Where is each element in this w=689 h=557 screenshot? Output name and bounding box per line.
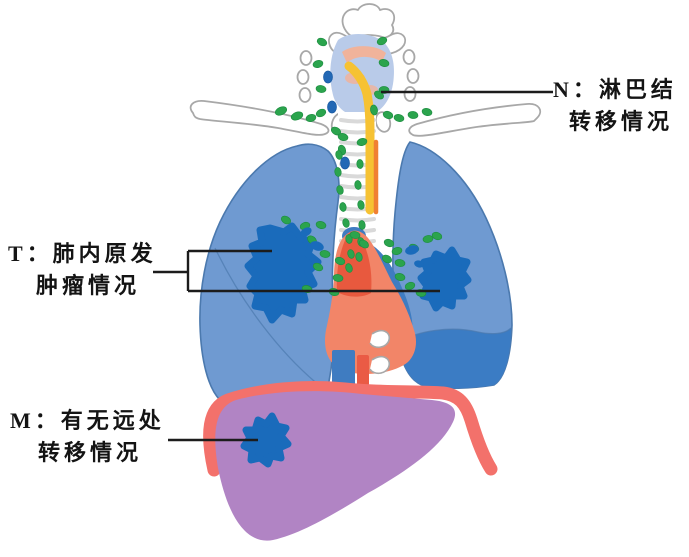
right-clavicle	[408, 103, 541, 137]
cervical-vertebrae	[296, 49, 420, 103]
lymph-node-icon	[391, 247, 403, 255]
m-label-line2: 转移情况	[38, 440, 143, 465]
lymph-node-icon	[319, 250, 331, 258]
lymph-node-icon	[345, 263, 353, 273]
right-lung-tumor	[417, 246, 472, 312]
n-label-line1: N：淋巴结	[553, 77, 677, 102]
lymph-node-icon	[280, 215, 292, 225]
lymph-node-icon	[359, 239, 369, 249]
left-lung-fissure	[214, 247, 326, 391]
lymph-node-icon	[334, 167, 342, 177]
lymph-node-icon	[290, 111, 304, 121]
lymph-node-icon	[407, 111, 419, 119]
lymph-node-icon	[404, 281, 416, 291]
lymph-node-icon	[315, 108, 327, 118]
lymph-node-icon	[383, 238, 395, 248]
lymph-node-icon	[312, 60, 324, 68]
right-lung-lower-lobe	[398, 328, 511, 389]
thoracic-vertebrae	[369, 329, 391, 375]
lymph-node-blue-icon	[323, 70, 333, 84]
lymph-node-icon	[422, 235, 434, 243]
tumor-satellite-icon	[310, 241, 324, 251]
lymph-node-icon	[336, 185, 344, 195]
lymph-node-icon	[382, 110, 394, 120]
t-label: T：肺内原发 肿瘤情况	[8, 238, 157, 302]
lymph-node-icon	[342, 218, 350, 228]
lymph-node-icon	[335, 150, 343, 160]
heart-atrium	[336, 231, 372, 297]
lymph-node-icon	[394, 273, 406, 281]
lymph-node-icon	[347, 249, 355, 259]
lymph-node-icon	[332, 274, 344, 282]
t-bracket-line	[153, 249, 440, 293]
lymph-nodes-layer	[274, 36, 443, 297]
lymph-node-icon	[316, 37, 328, 47]
lymph-node-icon	[274, 106, 288, 116]
lymph-node-icon	[356, 159, 364, 169]
lymph-node-icon	[393, 114, 405, 122]
liver	[215, 391, 456, 541]
liver-metastasis-tumor	[240, 412, 292, 468]
lymph-node-icon	[334, 256, 346, 266]
lymph-node-icon	[355, 252, 363, 262]
lymph-node-icon	[378, 59, 390, 67]
t-label-line2: 肿瘤情况	[36, 273, 141, 298]
left-clavicle	[189, 100, 330, 136]
lymph-node-icon	[349, 231, 361, 239]
lymph-node-blue-icon	[327, 100, 337, 114]
carotid-vessel	[344, 61, 375, 215]
right-lung-fissure	[397, 327, 512, 343]
lymph-node-icon	[376, 36, 388, 46]
lymph-node-icon	[381, 254, 393, 264]
lymph-node-icon	[315, 221, 327, 229]
m-label-line1: M：有无远处	[10, 408, 165, 433]
lymph-node-icon	[357, 200, 365, 210]
lymph-node-icon	[370, 104, 378, 116]
lymph-node-icon	[354, 180, 362, 190]
tumor-satellite-icon	[414, 260, 424, 268]
lymph-node-icon	[431, 231, 443, 241]
tumor-satellite-icon	[300, 227, 312, 237]
t-label-line1: T：肺内原发	[8, 241, 157, 266]
tumor-satellite-icon	[405, 245, 419, 255]
lymph-node-icon	[358, 220, 366, 230]
lymph-node-icon	[337, 133, 349, 141]
lymph-node-icon	[394, 259, 406, 267]
n-label: N：淋巴结 转移情况	[553, 74, 677, 138]
lymph-node-icon	[315, 85, 327, 93]
lymph-node-icon	[305, 114, 317, 122]
lymph-node-icon	[356, 138, 368, 146]
lymph-node-blue-icon	[340, 156, 350, 170]
n-label-line2: 转移情况	[569, 109, 674, 134]
lymph-node-icon	[421, 108, 433, 116]
lymph-node-icon	[312, 262, 324, 272]
m-label: M：有无远处 转移情况	[10, 405, 165, 469]
diaphragm	[203, 380, 498, 477]
lymph-node-icon	[339, 202, 347, 212]
